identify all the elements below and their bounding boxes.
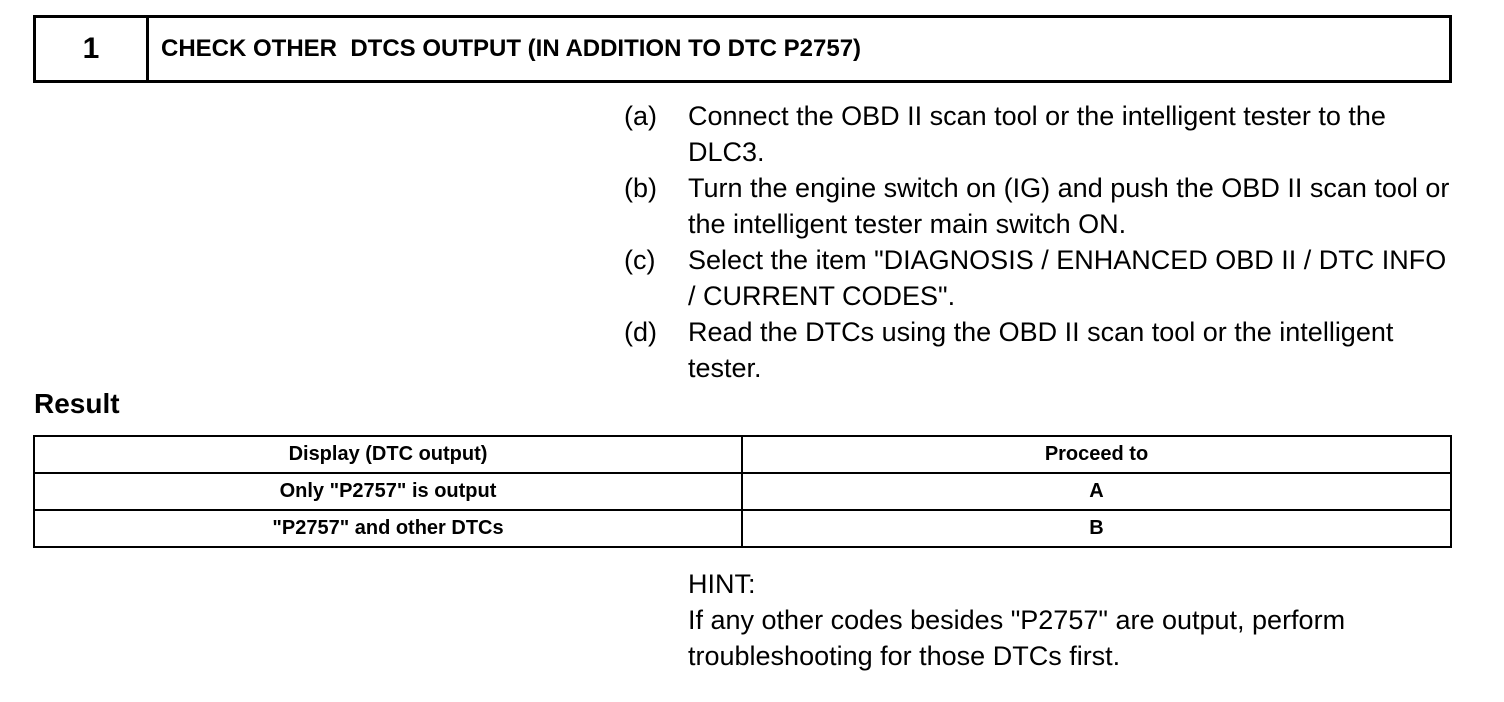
table-cell-display: Only "P2757" is output (33, 472, 743, 511)
step-header: 1 CHECK OTHER DTCS OUTPUT (IN ADDITION T… (33, 15, 1452, 83)
table-row: Only "P2757" is output A (33, 472, 1452, 511)
step-title: CHECK OTHER DTCS OUTPUT (IN ADDITION TO … (161, 35, 862, 62)
hint-label: HINT: (688, 569, 756, 599)
hint-block: HINT: If any other codes besides "P2757"… (688, 566, 1458, 674)
procedure-item: (c) Select the item "DIAGNOSIS / ENHANCE… (624, 242, 1454, 314)
hint-text: If any other codes besides "P2757" are o… (688, 605, 1346, 671)
table-cell-display: "P2757" and other DTCs (33, 509, 743, 548)
procedure-text: Read the DTCs using the OBD II scan tool… (688, 317, 1394, 383)
procedure-text: Select the item "DIAGNOSIS / ENHANCED OB… (688, 245, 1447, 311)
column-header-display: Display (DTC output) (33, 435, 743, 474)
procedure-text: Connect the OBD II scan tool or the inte… (688, 101, 1386, 167)
procedure-marker: (b) (624, 173, 657, 203)
procedure-list: (a) Connect the OBD II scan tool or the … (624, 98, 1454, 386)
procedure-text: Turn the engine switch on (IG) and push … (688, 173, 1450, 239)
table-cell-proceed: B (741, 509, 1452, 548)
column-header-proceed: Proceed to (741, 435, 1452, 474)
result-heading: Result (34, 388, 120, 419)
procedure-item: (d) Read the DTCs using the OBD II scan … (624, 314, 1454, 386)
procedure-item: (a) Connect the OBD II scan tool or the … (624, 98, 1454, 170)
result-table: Display (DTC output) Proceed to Only "P2… (33, 435, 1452, 548)
table-header-row: Display (DTC output) Proceed to (33, 435, 1452, 474)
procedure-marker: (c) (624, 245, 656, 275)
procedure-marker: (a) (624, 101, 657, 131)
table-row: "P2757" and other DTCs B (33, 509, 1452, 548)
step-number: 1 (36, 18, 149, 80)
table-cell-proceed: A (741, 472, 1452, 511)
procedure-item: (b) Turn the engine switch on (IG) and p… (624, 170, 1454, 242)
procedure-marker: (d) (624, 317, 657, 347)
